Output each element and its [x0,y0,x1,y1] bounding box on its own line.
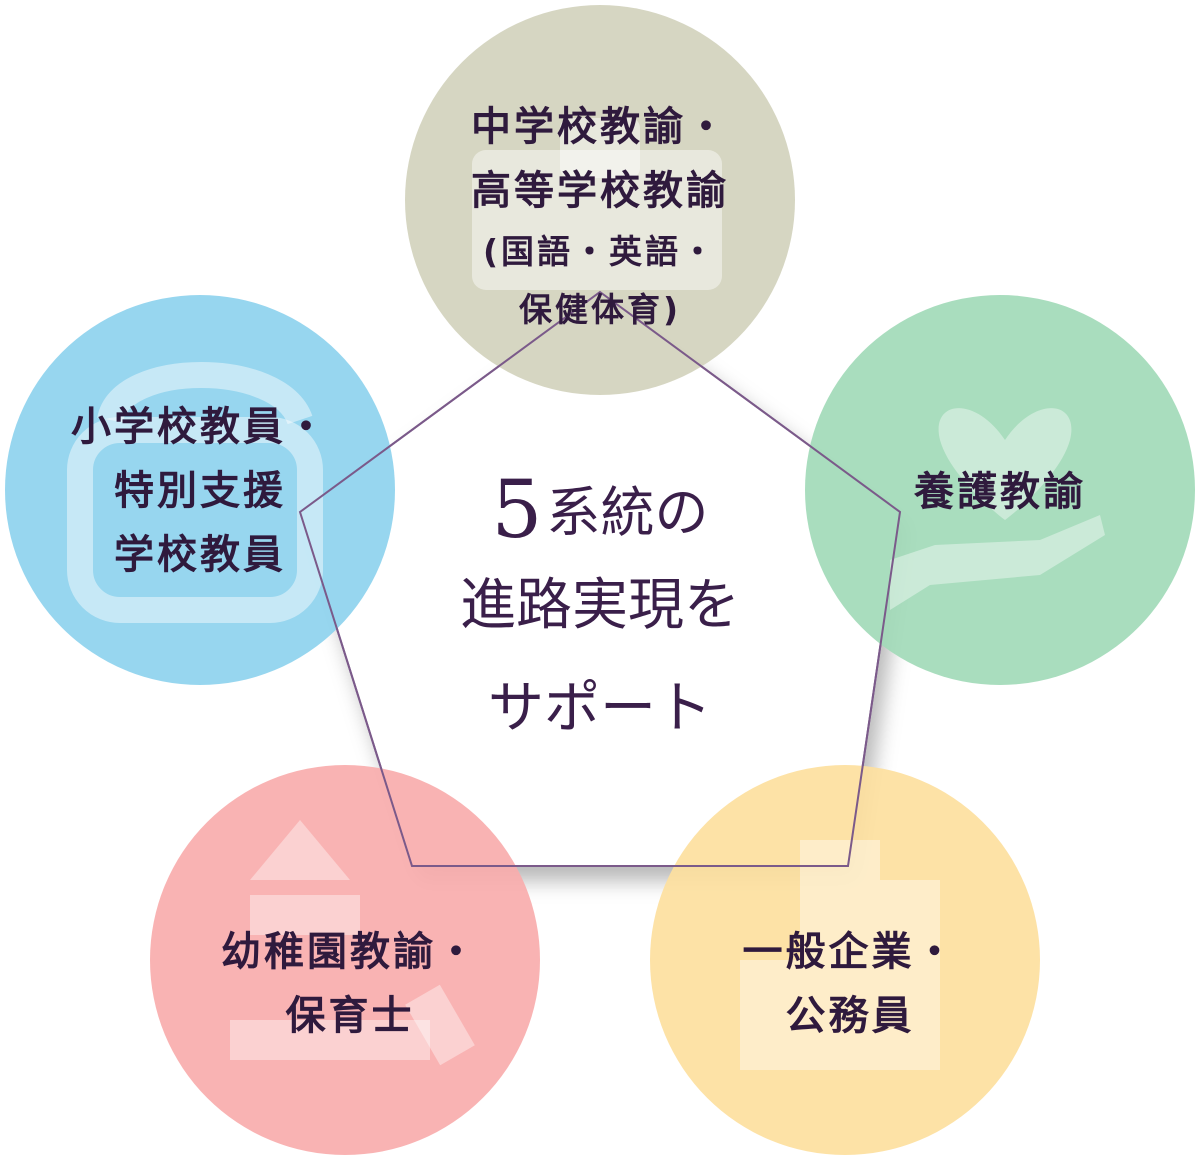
node-left-line2: 特別支援 [114,468,286,514]
node-right-circle [805,295,1195,685]
center-title-line1: 5系統の [380,470,820,553]
node-top-line2: 高等学校教諭 [471,168,729,214]
node-top-label: 中学校教諭・ 高等学校教諭 (国語・英語・ 保健体育) [430,95,770,339]
center-title: 5系統の 進路実現を サポート [380,470,820,759]
office-building-icon [740,840,940,1070]
school-bag-icon [67,362,323,623]
node-top-circle [405,5,795,395]
node-bottom-left-label: 幼稚園教諭・ 保育士 [190,920,510,1048]
heart-in-hand-icon [890,408,1105,610]
node-bottom-right-circle [650,765,1040,1155]
node-bottom-left-line2: 保育士 [285,993,415,1039]
node-right [805,295,1195,685]
node-top-line3: (国語・英語・ [482,232,718,271]
node-right-line1: 養護教諭 [914,469,1086,515]
node-top [405,5,795,395]
node-bottom-right [650,765,1040,1155]
node-left-line3: 学校教員 [114,532,286,578]
node-bottom-left-circle [150,765,540,1155]
node-left [5,295,395,685]
center-number: 5 [491,463,543,556]
node-left-label: 小学校教員・ 特別支援 学校教員 [40,395,360,587]
toy-blocks-icon [230,820,475,1066]
center-title-line2: 進路実現を [460,573,740,638]
node-bottom-right-line1: 一般企業・ [742,929,958,975]
node-right-label: 養護教諭 [880,460,1120,524]
node-bottom-right-line2: 公務員 [785,993,915,1039]
node-top-line4: 保健体育) [518,290,682,329]
school-building-icon [472,118,722,290]
node-bottom-right-label: 一般企業・ 公務員 [690,920,1010,1048]
center-line1-text: 系統の [546,481,709,544]
node-top-line1: 中学校教諭・ [471,104,729,150]
node-bottom-left-line1: 幼稚園教諭・ [221,929,479,975]
node-bottom-left [150,765,540,1155]
node-left-line1: 小学校教員・ [71,404,329,450]
node-left-circle [5,295,395,685]
pentagon-outline [298,290,902,867]
center-title-line3: サポート [488,676,712,741]
